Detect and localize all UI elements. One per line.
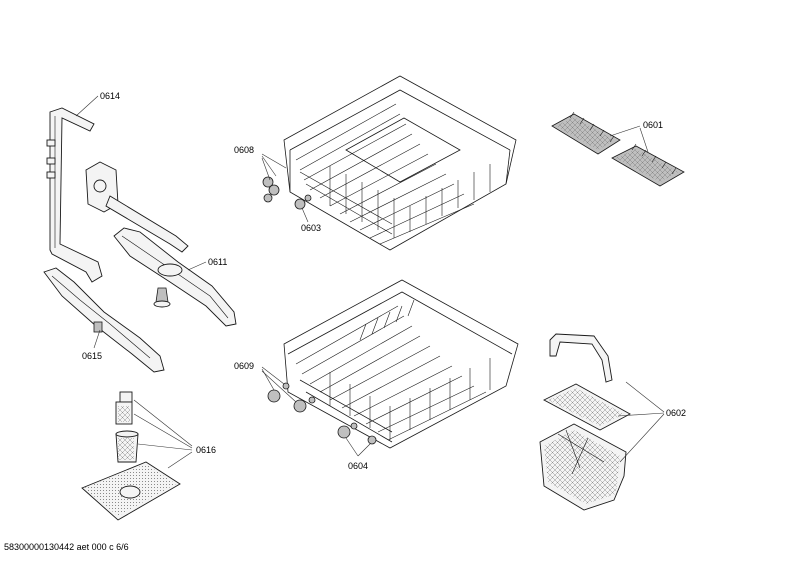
lower-basket-part — [283, 279, 519, 449]
cup-shelf-part-2 — [611, 143, 685, 187]
label-0614: 0614 — [100, 91, 120, 101]
drawing-footer: 58300000130442 aet 000 c 6/6 — [4, 542, 129, 552]
label-0604: 0604 — [348, 461, 368, 471]
label-0615: 0615 — [82, 351, 102, 361]
label-0609: 0609 — [234, 361, 254, 371]
label-0611: 0611 — [208, 257, 227, 267]
label-0616: 0616 — [196, 445, 216, 455]
upper-spray-arm-part — [113, 227, 237, 327]
upper-basket-part — [283, 75, 517, 251]
cutlery-basket-handle — [549, 333, 613, 383]
label-0603: 0603 — [301, 223, 321, 233]
filter-set-part — [81, 391, 181, 521]
lower-basket-wheels — [267, 382, 377, 445]
label-0602: 0602 — [666, 408, 686, 418]
cutlery-basket-body — [539, 423, 627, 511]
label-0608: 0608 — [234, 145, 254, 155]
upper-basket-wheels — [262, 176, 312, 210]
cutlery-basket-lid — [543, 383, 631, 431]
lower-spray-arm-part — [43, 267, 165, 373]
supply-pipe-part — [46, 107, 103, 283]
cup-shelf-part — [551, 111, 621, 155]
label-0601: 0601 — [643, 120, 663, 130]
middle-feed-tube — [85, 161, 189, 253]
